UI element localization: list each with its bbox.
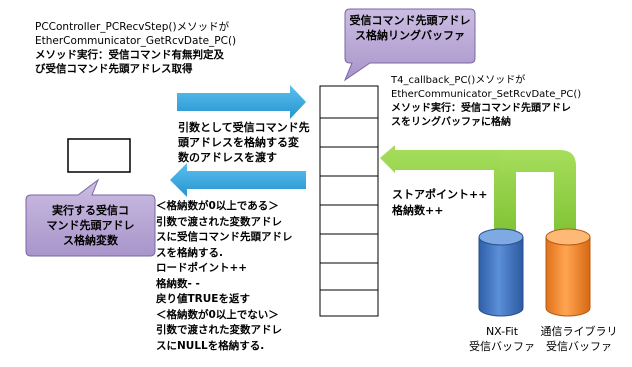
text-line: 引数で渡された変数アドレ — [156, 215, 282, 228]
text-line: 数のアドレスを渡す — [178, 151, 277, 164]
text-line: 格納数++ — [392, 204, 444, 217]
text-line: 受信コマンド先頭アドレ — [349, 14, 471, 27]
text-line: 通信ライブラリ — [540, 325, 618, 338]
text-line: スにNULLを格納する. — [156, 339, 265, 352]
text-line: メソッド実行：受信コマンド先頭アドレ — [391, 103, 571, 114]
text-line: スを格納する. — [156, 246, 223, 259]
text-line: スに受信コマンド先頭アドレ — [156, 231, 293, 243]
text-line: NX-Fit — [485, 325, 519, 338]
text-line: スをリングバッファに格納 — [391, 117, 511, 128]
text-line: 受信バッファ — [469, 340, 535, 353]
right-description: T4_callback_PC()メソッドが EtherCommunicator_… — [391, 74, 581, 130]
return-arrow — [170, 163, 306, 197]
text-line: ＜格納数が0以上でない＞ — [156, 308, 279, 321]
text-line: ＜格納数が0以上である＞ — [156, 200, 279, 212]
text-line: 引数として受信コマンド先 — [178, 121, 310, 134]
variable-box — [67, 138, 131, 173]
text-line: EtherCommunicator_GetRcvDate_PC() — [35, 35, 237, 47]
store-arrow — [380, 145, 576, 238]
variable-callout-label: 実行する受信コ マンド先頭アドレ ス格納変数 — [26, 203, 155, 248]
ring-buffer — [319, 85, 379, 317]
top-left-description: PCController_PCRecvStep()メソッドが EtherComm… — [35, 20, 236, 76]
text-line: ストアポイント++ — [392, 188, 488, 201]
text-line: 格納数- - — [156, 277, 200, 290]
text-line: T4_callback_PC()メソッドが — [391, 75, 526, 86]
text-line: 実行する受信コ — [52, 204, 129, 217]
bottom-description: ＜格納数が0以上である＞ 引数で渡された変数アドレ スに受信コマンド先頭アドレ … — [156, 199, 293, 354]
variable-callout — [25, 178, 156, 257]
text-line: ス格納リングバッファ — [355, 29, 465, 42]
comm-buffer-cylinder — [545, 228, 591, 317]
nxfit-buffer-cylinder — [478, 228, 524, 317]
text-line: PCController_PCRecvStep()メソッドが — [35, 21, 230, 33]
middle-description: 引数として受信コマンド先 頭アドレスを格納する変 数のアドレスを渡す — [178, 120, 310, 165]
text-line: び受信コマンド先頭アドレス取得 — [35, 63, 193, 75]
request-arrow — [177, 85, 306, 119]
text-line: 戻り値TRUEを返す — [156, 293, 250, 305]
text-line: 頭アドレスを格納する変 — [178, 136, 299, 149]
nxfit-buffer-label: NX-Fit 受信バッファ — [460, 324, 544, 354]
text-line: ス格納変数 — [63, 234, 118, 247]
comm-buffer-label: 通信ライブラリ 受信バッファ — [535, 324, 623, 354]
ring-buffer-callout — [343, 8, 476, 82]
text-line: 受信バッファ — [546, 340, 612, 353]
text-line: EtherCommunicator_SetRcvDate_PC() — [391, 89, 582, 100]
ring-buffer-callout-label: 受信コマンド先頭アドレ ス格納リングバッファ — [345, 13, 475, 43]
store-description: ストアポイント++ 格納数++ — [392, 187, 487, 219]
text-line: ロードポイント++ — [156, 262, 248, 274]
text-line: マンド先頭アドレ — [46, 219, 135, 232]
text-line: メソッド実行：受信コマンド有無判定及 — [35, 49, 224, 61]
text-line: 引数で渡された変数アドレ — [156, 324, 282, 336]
